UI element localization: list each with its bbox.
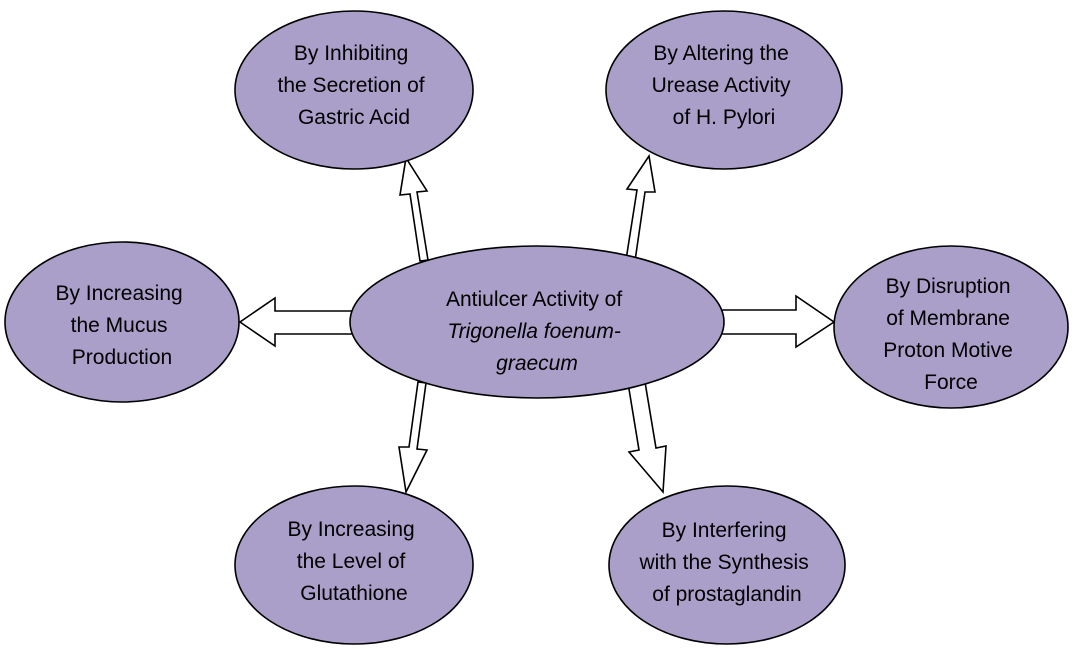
center-line: Antiulcer Activity of [446, 288, 622, 311]
center-line: Trigonella foenum- [447, 320, 621, 343]
node-line: of prostaglandin [652, 583, 801, 606]
node-line: Gastric Acid [298, 106, 410, 129]
node-center: Antiulcer Activity of Trigonella foenum-… [349, 245, 725, 399]
node-middle-left: By Increasing the Mucus Production [4, 241, 240, 403]
arrow-to-bottom-left [398, 381, 429, 495]
node-line: of Membrane [886, 307, 1010, 330]
node-line: the Secretion of [278, 74, 425, 97]
node-line: By Inhibiting [294, 42, 408, 65]
node-middle-left-text: By Increasing the Mucus Production [55, 282, 188, 369]
node-top-left-text: By Inhibiting the Secretion of Gastric A… [278, 42, 431, 129]
ellipse-bottom-left [234, 485, 474, 645]
node-bottom-right-text: By Interfering with the Synthesis of pro… [638, 519, 814, 606]
node-line: Proton Motive [883, 339, 1013, 362]
arrow-to-top-left [399, 155, 429, 262]
arrows [238, 153, 836, 495]
node-line: of H. Pylori [673, 106, 776, 129]
node-middle-right: By Disruption of Membrane Proton Motive … [833, 245, 1069, 409]
node-line: By Disruption [886, 275, 1011, 298]
node-line: By Altering the [653, 42, 788, 65]
node-top-left: By Inhibiting the Secretion of Gastric A… [234, 10, 474, 170]
node-top-right-text: By Altering the Urease Activity of H. Py… [652, 42, 797, 129]
node-line: By Increasing [287, 518, 414, 541]
node-bottom-left-text: By Increasing the Level of Glutathione [287, 518, 420, 605]
node-line: Force [924, 371, 978, 394]
arrow-to-bottom-right [627, 381, 667, 495]
ellipse-bottom-right [608, 485, 846, 645]
ellipse-middle-right [833, 245, 1069, 409]
arrow-to-middle-left [238, 296, 354, 348]
ellipse-top-right [605, 10, 843, 170]
node-line: Production [72, 346, 172, 369]
arrow-to-top-right [625, 153, 656, 262]
node-middle-right-text: By Disruption of Membrane Proton Motive … [883, 275, 1018, 394]
node-line: the Mucus [71, 314, 168, 337]
arrow-to-middle-right [721, 294, 836, 349]
node-line: with the Synthesis [638, 551, 808, 574]
node-bottom-left: By Increasing the Level of Glutathione [234, 485, 474, 645]
ellipse-middle-left [4, 241, 240, 403]
node-bottom-right: By Interfering with the Synthesis of pro… [608, 485, 846, 645]
center-line: graecum [496, 352, 578, 375]
node-line: Urease Activity [652, 74, 791, 97]
node-line: the Level of [297, 550, 406, 573]
node-line: By Interfering [662, 519, 787, 542]
node-top-right: By Altering the Urease Activity of H. Py… [605, 10, 843, 170]
center-text: Antiulcer Activity of Trigonella foenum-… [446, 288, 628, 375]
ellipse-top-left [234, 10, 474, 170]
node-line: By Increasing [55, 282, 182, 305]
node-line: Glutathione [300, 582, 407, 605]
ellipse-center [349, 245, 725, 399]
